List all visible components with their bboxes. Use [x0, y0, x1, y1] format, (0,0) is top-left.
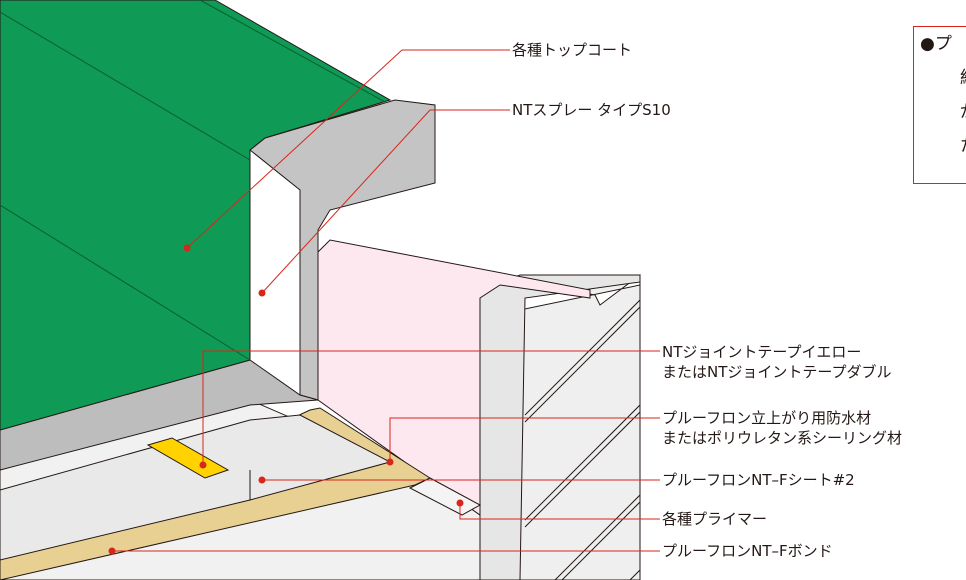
label-f-sheet: プルーフロンNT–Fシート#2: [662, 471, 855, 489]
gray-spray-layer: [249, 99, 436, 401]
label-top-coat: 各種トップコート: [512, 41, 633, 59]
pink-upright-layer: [317, 239, 591, 516]
label-bond: プルーフロンNT–Fボンド: [662, 542, 833, 560]
wall-hatching: [524, 299, 641, 580]
label-primer: 各種プライマー: [662, 510, 768, 528]
note-line-3: が: [960, 97, 966, 122]
green-fold-lines: [0, 0, 386, 361]
primer-layer: [408, 477, 482, 516]
label-upright-material: プルーフロン立上がり用防水材 またはポリウレタン系シーリング材: [662, 409, 903, 447]
note-line-2: 絹: [960, 63, 966, 88]
yellow-joint-tape: [146, 437, 230, 479]
leader-dots: [108, 244, 464, 555]
parapet-wall-face: [519, 274, 641, 580]
green-topcoat: [0, 0, 392, 431]
note-line-1: ●プ: [920, 34, 952, 54]
note-box: ●プ 絹 が た: [913, 26, 966, 184]
label-spray: NTスプレー タイプS10: [512, 101, 671, 119]
note-line-4: た: [960, 131, 966, 156]
label-joint-tape: NTジョイントテープイエロー またはNTジョイントテープダブル: [662, 343, 892, 381]
leader-lines: [112, 49, 660, 552]
